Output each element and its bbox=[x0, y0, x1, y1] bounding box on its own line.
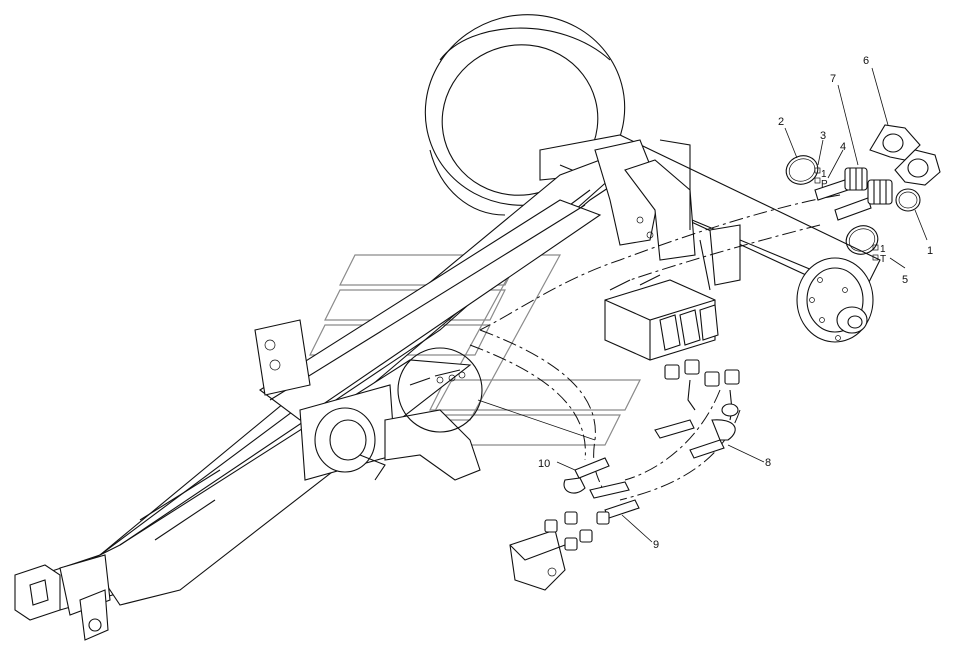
tow-hitch bbox=[14, 554, 111, 641]
leader-lines bbox=[556, 67, 928, 543]
callout-10: 10 bbox=[538, 458, 550, 470]
callout-labels: 1 2 3 4 5 6 7 8 9 10 bbox=[538, 55, 933, 551]
retaining-ring-lower bbox=[845, 225, 879, 255]
axle-bracket bbox=[594, 139, 696, 261]
pivot-cylinder bbox=[254, 319, 481, 481]
callout-2: 2 bbox=[778, 116, 784, 128]
callout-5: 5 bbox=[902, 274, 908, 286]
detail-circle bbox=[397, 347, 596, 441]
retaining-ring-1 bbox=[895, 188, 921, 212]
callout-1: 1 bbox=[927, 245, 933, 257]
callout-6: 6 bbox=[863, 55, 869, 67]
dust-cap-6 bbox=[869, 124, 941, 186]
callout-7: 7 bbox=[830, 73, 836, 85]
lower-manifold bbox=[509, 511, 593, 591]
wheel-hub bbox=[796, 257, 874, 343]
hose-fitting-9 bbox=[596, 499, 640, 525]
port-mark-upper-letter: P bbox=[821, 179, 828, 190]
hose-fitting-8 bbox=[654, 403, 739, 459]
port-mark-lower-index: 1 bbox=[880, 244, 886, 255]
callout-8: 8 bbox=[765, 457, 771, 469]
callout-9: 9 bbox=[653, 539, 659, 551]
valve-fittings bbox=[664, 359, 740, 421]
retaining-ring-2 bbox=[785, 155, 819, 185]
callout-4: 4 bbox=[840, 141, 846, 153]
port-washers bbox=[814, 167, 879, 261]
coupler-upper bbox=[814, 167, 868, 201]
callout-3: 3 bbox=[820, 130, 826, 142]
port-marks: 1 P 1 T bbox=[821, 169, 886, 265]
port-mark-upper-index: 1 bbox=[821, 169, 827, 180]
hose-fitting-10 bbox=[563, 457, 630, 499]
coupler-lower bbox=[834, 179, 893, 221]
control-valve-block bbox=[604, 274, 719, 361]
port-mark-lower-letter: T bbox=[880, 254, 886, 265]
